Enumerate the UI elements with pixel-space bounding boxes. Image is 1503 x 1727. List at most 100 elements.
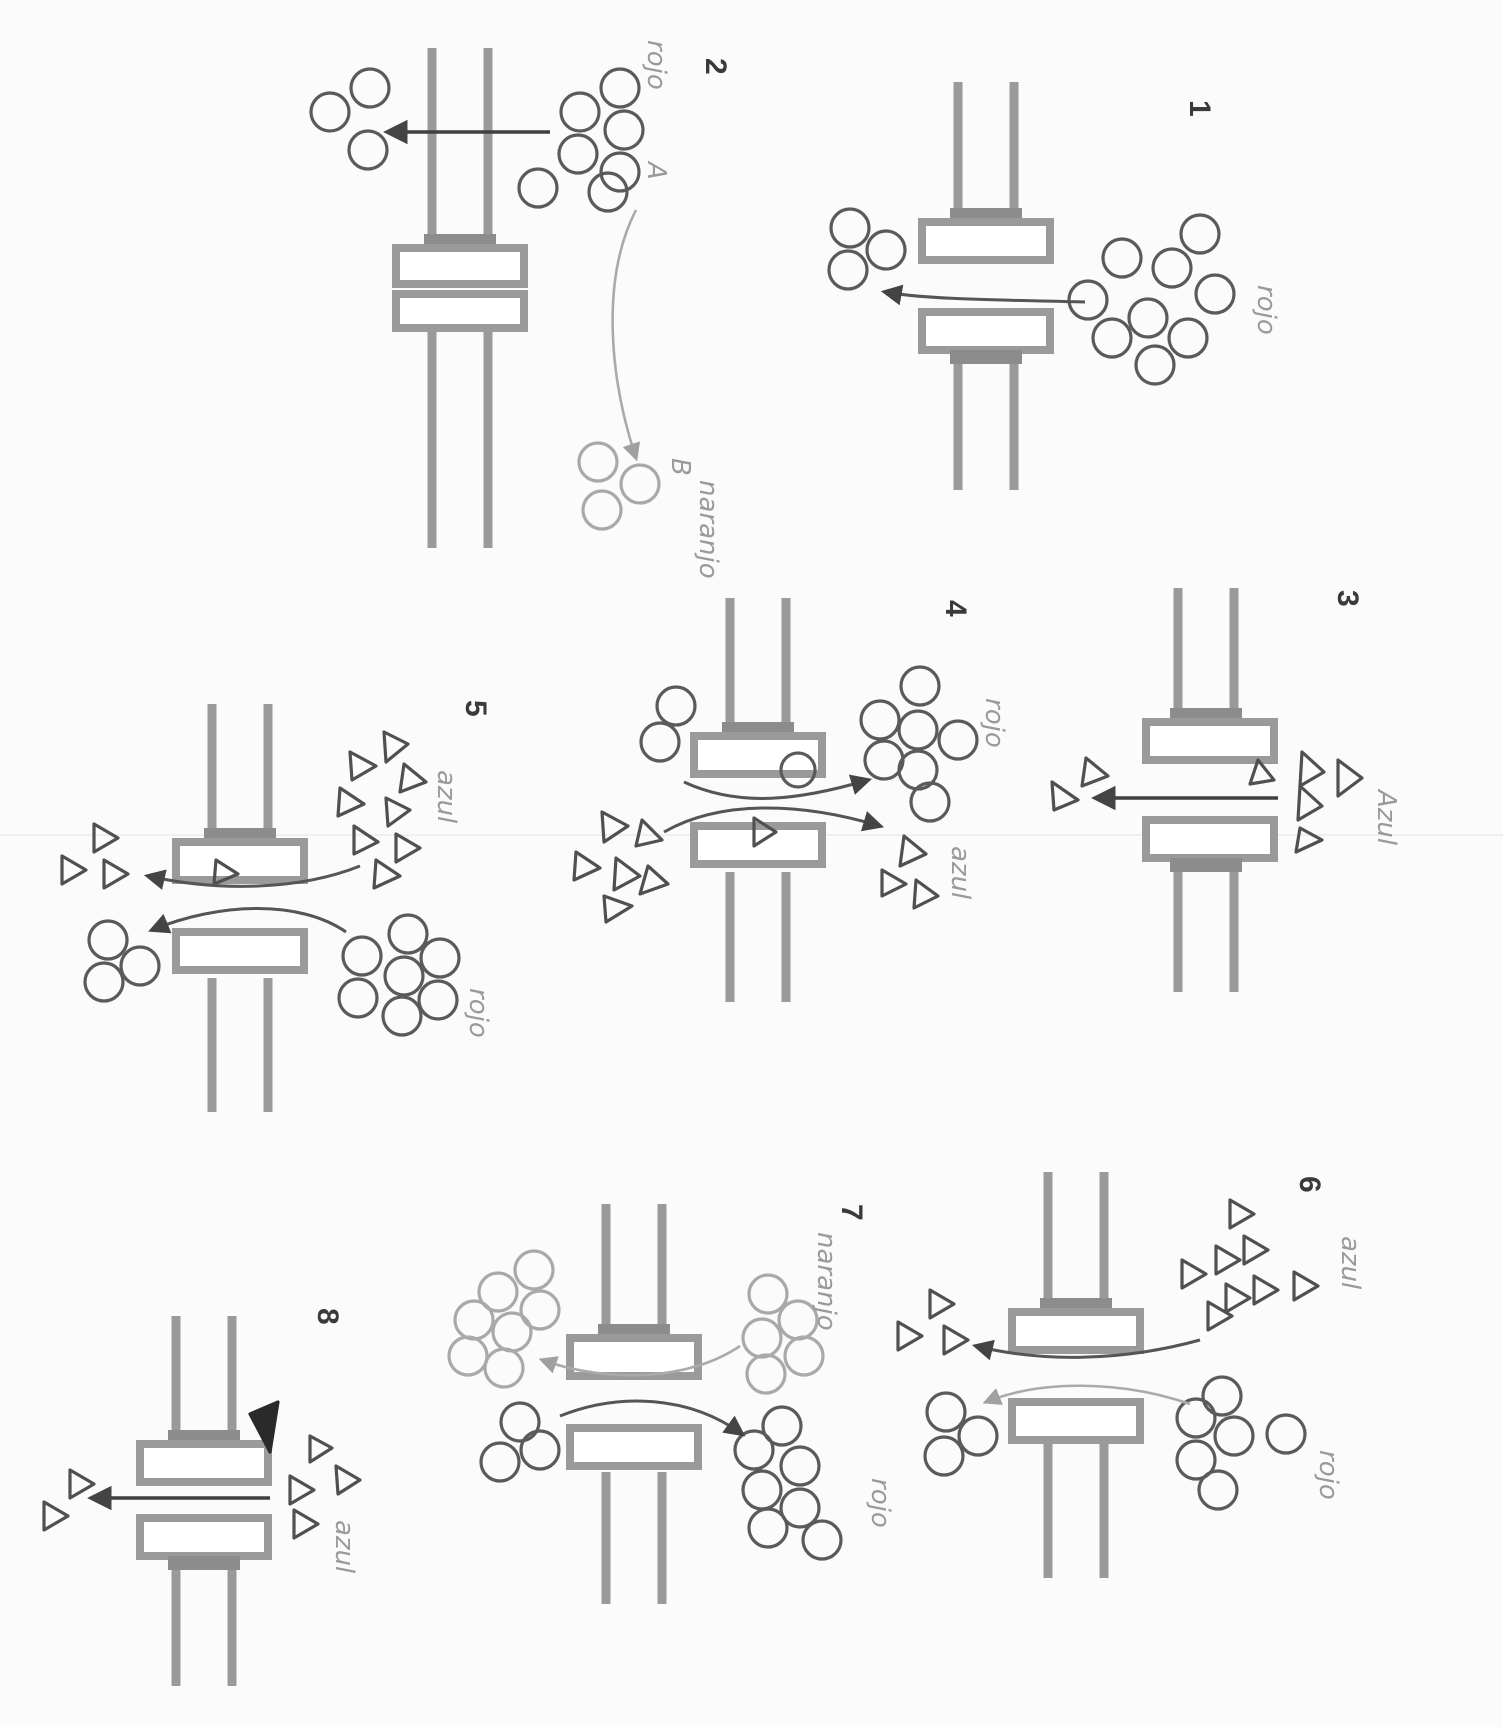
ion-cluster-intracellular-triangles [60, 822, 130, 890]
ion-channel [566, 1324, 702, 1470]
circle-ion [383, 955, 425, 997]
circle-ion [419, 937, 461, 979]
panel-5: 5 [60, 700, 493, 1112]
circle-ion [779, 751, 817, 789]
triangle-ion [1224, 1282, 1252, 1314]
flow-arrow [683, 774, 873, 800]
triangle-ion [292, 1508, 320, 1540]
panel-number: 6 [1293, 1176, 1326, 1193]
triangle-ion [288, 1474, 316, 1506]
circle-ion [619, 463, 661, 505]
triangle-ion [880, 868, 908, 898]
ion-cluster-intracellular-circles [923, 1391, 999, 1477]
circle-ion [577, 441, 619, 483]
circle-ion [447, 1335, 489, 1377]
circle-ion [559, 91, 601, 133]
ion-cluster-b [577, 441, 661, 531]
circle-ion [341, 935, 383, 977]
hand-label: rojo [979, 698, 1009, 748]
flow-arrow [611, 209, 641, 462]
circle-ion [519, 1289, 561, 1331]
ion-cluster-extracellular-circles [733, 1405, 843, 1561]
circle-ion [349, 67, 391, 109]
triangle-ion [1242, 1234, 1270, 1266]
circle-ion [761, 1405, 803, 1447]
panel-7: 7 [447, 1204, 895, 1604]
triangle-ion [1228, 1198, 1256, 1230]
circle-ion [925, 1391, 967, 1433]
ion-channel [1008, 1298, 1144, 1444]
circle-ion [899, 665, 941, 707]
circle-ion [747, 1273, 789, 1315]
panel-2: 2 [309, 40, 732, 579]
circle-ion [1151, 247, 1193, 289]
membrane [1173, 588, 1239, 992]
hand-label: B [665, 458, 695, 476]
hand-label: rojo [641, 40, 671, 90]
circle-ion [1167, 317, 1209, 359]
circle-ion [783, 1335, 825, 1377]
triangle-ion [60, 854, 88, 886]
hand-label: rojo [463, 988, 493, 1038]
flow-arrow [663, 806, 885, 834]
circle-ion [1175, 1397, 1217, 1439]
triangle-ion [1214, 1244, 1242, 1276]
circle-ion [1101, 237, 1143, 279]
circle-ion [83, 961, 125, 1003]
ion-channel [1142, 708, 1278, 872]
flow-arrow [538, 1344, 741, 1377]
blocker-triangle [248, 1400, 280, 1454]
circle-ion [865, 229, 907, 271]
membrane [1043, 1172, 1109, 1578]
circle-ion [517, 167, 559, 209]
circle-ion [1179, 213, 1221, 255]
ion-cluster-intracellular-circles [83, 919, 161, 1003]
triangle-ion [398, 762, 428, 794]
triangle-ion [1248, 758, 1276, 786]
circle-ion [477, 1271, 519, 1313]
triangle-ion [212, 858, 240, 886]
membrane [601, 1204, 667, 1604]
panel-number: 2 [699, 58, 732, 75]
circle-ion [347, 129, 389, 171]
triangle-ion [1206, 1300, 1234, 1332]
circle-ion [453, 1299, 495, 1341]
circle-ion [655, 685, 697, 727]
circle-ion [923, 1435, 965, 1477]
ion-cluster-extracellular [288, 1434, 362, 1540]
circle-ion [741, 1469, 783, 1511]
triangle-ion [1336, 758, 1364, 798]
triangle-ion [1180, 1258, 1208, 1290]
triangle-ion [752, 816, 778, 848]
triangle-ion [912, 878, 940, 910]
circle-ion [557, 133, 599, 175]
flow-arrow [982, 1384, 1191, 1406]
panel-number: 4 [939, 600, 972, 617]
circle-ion [519, 1429, 561, 1471]
triangle-ion [634, 818, 664, 848]
ion-channel [136, 1430, 272, 1570]
circle-ion [827, 249, 869, 291]
hand-label: azul [1335, 1236, 1365, 1290]
triangle-ion [336, 786, 366, 818]
membrane [207, 704, 273, 1112]
ion-cluster-intracellular-triangles [572, 810, 778, 924]
circle-ion [1127, 297, 1169, 339]
panel-number: 8 [311, 1308, 344, 1325]
membrane [171, 1316, 237, 1686]
circle-ion [581, 489, 623, 531]
ion-cluster-intracellular-circles [479, 1401, 561, 1483]
circle-ion [587, 171, 629, 213]
circle-ion [897, 709, 939, 751]
circle-ion [909, 781, 951, 823]
hand-label: azul [431, 770, 461, 824]
membrane [953, 82, 1019, 490]
triangle-ion [1294, 826, 1324, 854]
membrane [725, 598, 791, 1002]
hand-label: rojo [1313, 1450, 1343, 1500]
circle-ion [119, 945, 161, 987]
circle-ion [603, 109, 645, 151]
panel-3: 3 Azul [1050, 588, 1401, 992]
triangle-ion [572, 850, 602, 882]
